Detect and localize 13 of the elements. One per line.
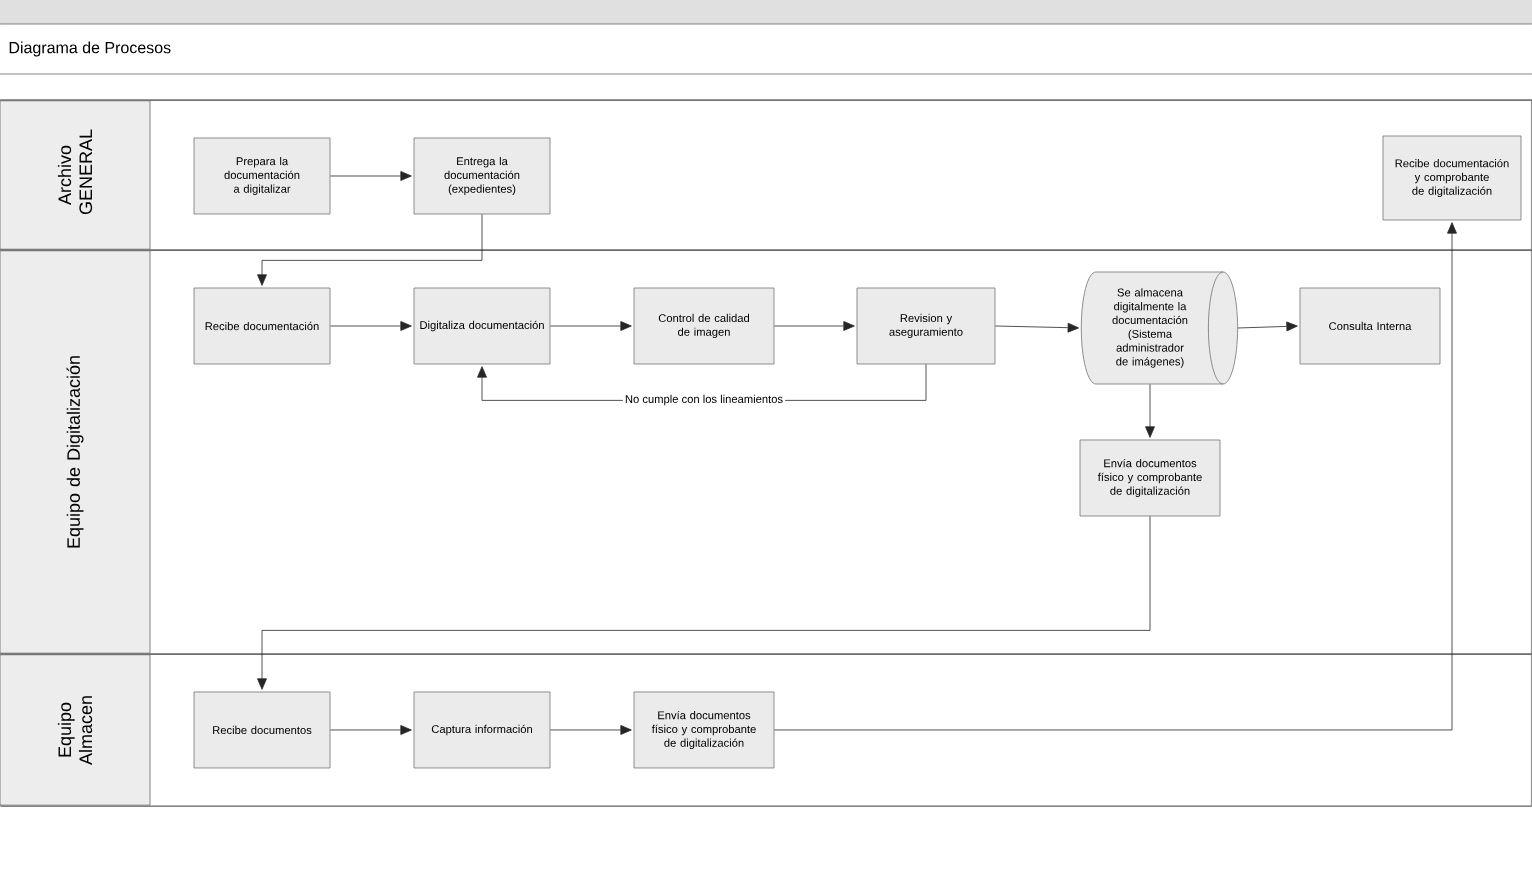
arrow xyxy=(330,171,412,181)
arrow xyxy=(330,321,412,331)
arrow xyxy=(1237,321,1298,332)
arrow xyxy=(774,222,1457,731)
arrow xyxy=(1145,384,1155,438)
title: Diagrama de Procesos xyxy=(9,41,171,57)
arrow xyxy=(774,321,855,331)
arrow xyxy=(257,214,483,286)
arrow xyxy=(330,725,412,735)
arrow xyxy=(257,516,1151,690)
arrow xyxy=(550,725,632,735)
arrow xyxy=(995,322,1080,333)
arrow xyxy=(550,321,632,331)
